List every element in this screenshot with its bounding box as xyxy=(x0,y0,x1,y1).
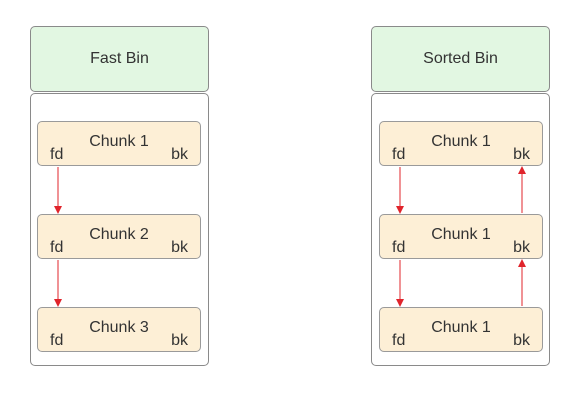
chunk-label: Chunk 1 xyxy=(431,319,491,336)
fd-pointer-label: fd xyxy=(50,239,64,256)
fd-pointer-label: fd xyxy=(50,146,64,163)
fd-pointer-label: fd xyxy=(392,146,406,163)
bk-pointer-label: bk xyxy=(513,332,530,349)
chunk-label: Chunk 1 xyxy=(431,226,491,243)
chunk-label: Chunk 2 xyxy=(89,226,149,243)
sorted-bin-chunk-1: Chunk 1 fd bk xyxy=(379,121,543,166)
bk-pointer-label: bk xyxy=(171,239,188,256)
fast-bin-header: Fast Bin xyxy=(30,26,209,92)
fd-pointer-label: fd xyxy=(50,332,64,349)
chunk-label: Chunk 1 xyxy=(89,133,149,150)
fd-pointer-label: fd xyxy=(392,239,406,256)
chunk-label: Chunk 3 xyxy=(89,319,149,336)
sorted-bin-header: Sorted Bin xyxy=(371,26,550,92)
fast-bin-chunk-1: Chunk 1 fd bk xyxy=(37,121,201,166)
fast-bin-title: Fast Bin xyxy=(90,50,149,67)
chunk-label: Chunk 1 xyxy=(431,133,491,150)
bk-pointer-label: bk xyxy=(171,146,188,163)
sorted-bin-title: Sorted Bin xyxy=(423,50,498,67)
fast-bin-chunk-2: Chunk 2 fd bk xyxy=(37,214,201,259)
bk-pointer-label: bk xyxy=(513,239,530,256)
bk-pointer-label: bk xyxy=(513,146,530,163)
fd-pointer-label: fd xyxy=(392,332,406,349)
sorted-bin-chunk-2: Chunk 1 fd bk xyxy=(379,214,543,259)
bk-pointer-label: bk xyxy=(171,332,188,349)
fast-bin-chunk-3: Chunk 3 fd bk xyxy=(37,307,201,352)
sorted-bin-chunk-3: Chunk 1 fd bk xyxy=(379,307,543,352)
